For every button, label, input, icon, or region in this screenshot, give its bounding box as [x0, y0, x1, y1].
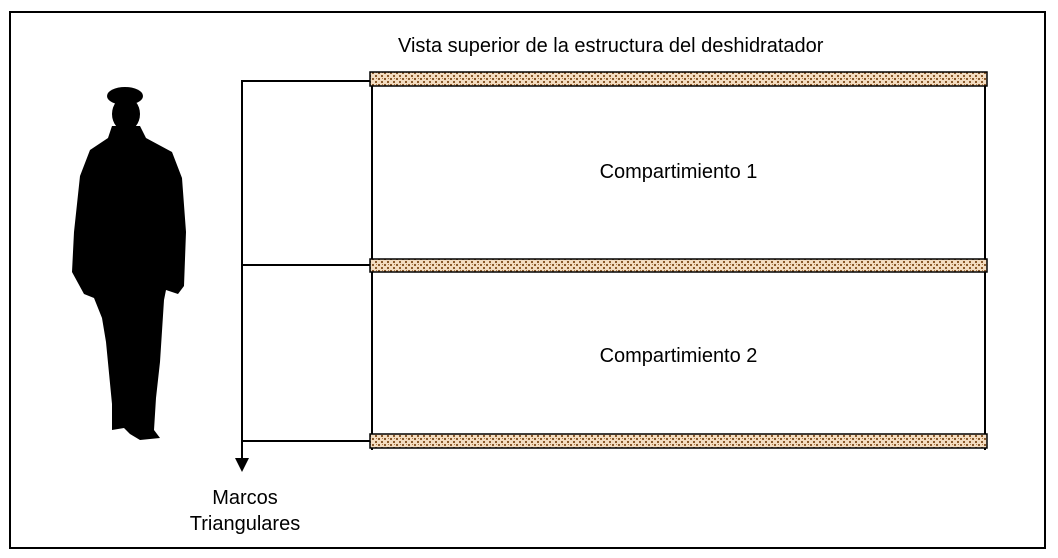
- compartment-2-label: Compartimiento 2: [599, 345, 758, 367]
- triangular-frame-top: [369, 71, 988, 87]
- person-silhouette-icon: [72, 87, 186, 440]
- compartment-1-label: Compartimiento 1: [599, 161, 758, 183]
- arrow-down-icon: [235, 458, 249, 472]
- frames-label: Marcos Triangulares: [180, 485, 310, 537]
- diagram-title: Vista superior de la estructura del desh…: [398, 35, 824, 57]
- frames-label-line1: Marcos: [212, 487, 278, 509]
- triangular-frame-bottom: [369, 433, 988, 449]
- frames-label-line2: Triangulares: [189, 513, 301, 535]
- triangular-frame-middle: [369, 258, 988, 273]
